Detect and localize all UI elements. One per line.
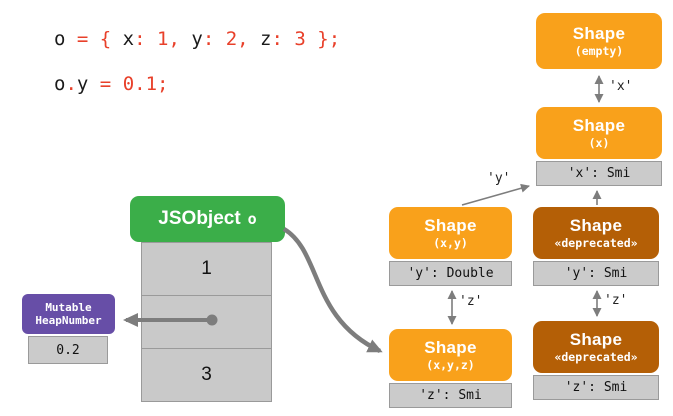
shape-x-subtitle: (x) [588, 135, 610, 150]
shape-deprecated-2-subtitle: «deprecated» [554, 349, 638, 364]
code-token: x [122, 28, 135, 50]
edge-label-z-left: 'z' [459, 294, 483, 309]
shape-x-property: 'x': Smi [536, 161, 662, 186]
jsobject-shape-pointer-arrow [282, 227, 383, 354]
jsobject-slots: 1 3 [141, 242, 272, 402]
heapnumber-label-line-1: Mutable [45, 301, 92, 314]
shape-deprecated-1-box: Shape «deprecated» [533, 207, 659, 259]
jsobject-title: JSObject [158, 208, 241, 229]
jsobject-slot-2 [142, 296, 271, 349]
jsobject-slot-3: 3 [201, 364, 212, 385]
heapnumber-label-line-2: HeapNumber [35, 314, 102, 327]
shape-x-box: Shape (x) [536, 107, 662, 159]
code-token: o [54, 28, 66, 50]
code-token: 2 [225, 28, 238, 50]
code-token: = [88, 73, 123, 95]
code-token: , [237, 28, 261, 50]
shape-empty-subtitle: (empty) [574, 43, 624, 58]
edge-label-z-right: 'z' [604, 293, 628, 308]
edge-label-y: 'y' [487, 171, 511, 186]
code-token: ; [157, 73, 169, 95]
shape-xy-box: Shape (x,y) [389, 207, 512, 259]
shape-xyz-box: Shape (x,y,z) [389, 329, 512, 381]
shape-xyz-property: 'z': Smi [389, 383, 512, 408]
code-token: }; [305, 28, 341, 50]
shape-xy-property: 'y': Double [389, 261, 512, 286]
code-token: : [202, 28, 226, 50]
code-token: , [168, 28, 192, 50]
code-token: z [260, 28, 272, 50]
shape-xy-subtitle: (x,y) [433, 235, 468, 250]
code-token: : [271, 28, 295, 50]
jsobject-slot-1: 1 [142, 243, 271, 296]
shape-deprecated-1-subtitle: «deprecated» [554, 235, 638, 250]
code-token: = [65, 28, 100, 50]
shape-x-title: Shape [572, 115, 626, 135]
mutable-heapnumber-box: Mutable HeapNumber [22, 294, 115, 334]
shape-xy-title: Shape [424, 215, 477, 235]
code-token: y [76, 73, 89, 95]
jsobject-box: JSObject o [130, 196, 285, 242]
code-token: 1 [157, 28, 169, 50]
shape-deprecated-1-title: Shape [569, 215, 623, 235]
code-token: 3 [294, 28, 306, 50]
jsobject-var-name: o [247, 210, 257, 228]
shape-deprecated-2-property: 'z': Smi [533, 375, 659, 400]
shape-deprecated-2-title: Shape [569, 329, 623, 349]
code-line-1: o = { x: 1, y: 2, z: 3 }; [54, 28, 340, 50]
heapnumber-value: 0.2 [28, 336, 108, 364]
code-token: . [65, 73, 77, 95]
shape-deprecated-1-property: 'y': Smi [533, 261, 659, 286]
edge-label-x: 'x' [609, 79, 633, 94]
shape-empty-box: Shape (empty) [536, 13, 662, 69]
code-token: { [99, 28, 123, 50]
shape-xyz-subtitle: (x,y,z) [426, 357, 475, 372]
code-line-2: o.y = 0.1; [54, 73, 168, 95]
shape-empty-title: Shape [572, 23, 626, 43]
transition-arrow-y [461, 183, 530, 206]
code-token: 0.1 [122, 73, 158, 95]
shape-xyz-title: Shape [424, 337, 477, 357]
code-token: o [54, 73, 66, 95]
code-token: : [134, 28, 158, 50]
code-token: y [191, 28, 203, 50]
shape-deprecated-2-box: Shape «deprecated» [533, 321, 659, 373]
